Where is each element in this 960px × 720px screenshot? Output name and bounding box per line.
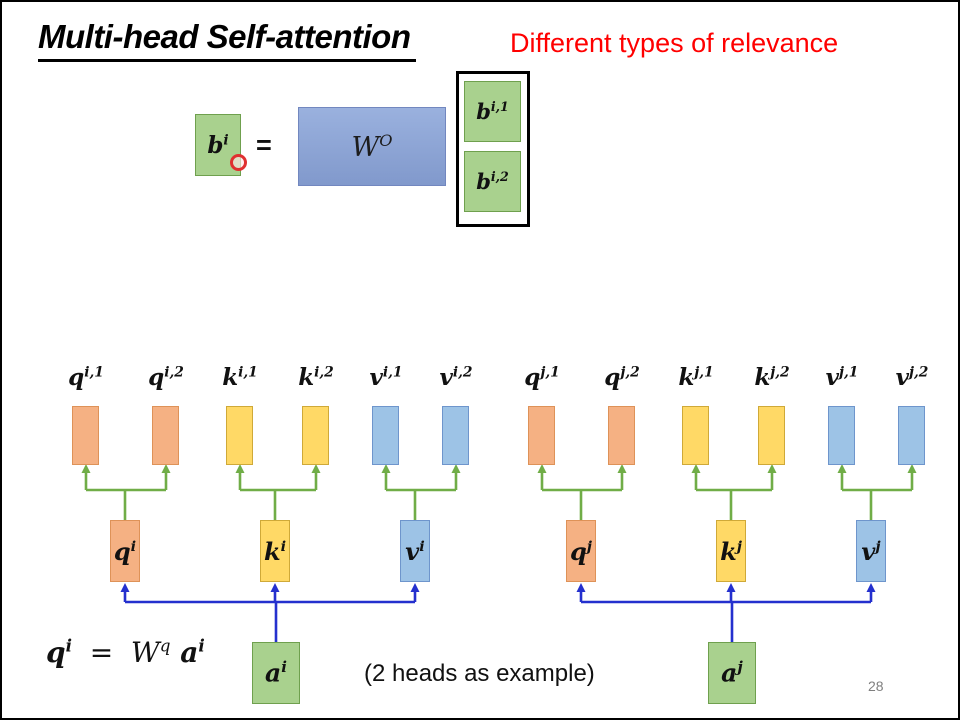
head-box-q-j2 bbox=[608, 406, 635, 465]
vector-b-i-label: bi bbox=[207, 131, 229, 159]
head-label-k-j2: kj,2 bbox=[754, 364, 790, 391]
formula-lhs: qi bbox=[46, 636, 72, 670]
head-box-v-i1 bbox=[372, 406, 399, 465]
caption-heads-example: (2 heads as example) bbox=[364, 660, 595, 687]
head-label-v-i1: vi,1 bbox=[369, 364, 403, 391]
head-box-v-j1 bbox=[828, 406, 855, 465]
head-box-v-j2 bbox=[898, 406, 925, 465]
head-label-k-j1: kj,1 bbox=[678, 364, 714, 391]
green-fork-v-i bbox=[381, 464, 461, 520]
input-box-a-i: ai bbox=[252, 642, 300, 704]
slide-title: Multi-head Self-attention bbox=[38, 18, 417, 62]
green-fork-k-i bbox=[235, 464, 321, 520]
matrix-w-o: WO bbox=[298, 107, 446, 186]
blue-distribute-a-i bbox=[120, 583, 420, 642]
head-label-q-j2: qj,2 bbox=[604, 364, 640, 391]
head-box-k-i1 bbox=[226, 406, 253, 465]
vector-b-i1-label: bi,1 bbox=[476, 99, 509, 124]
green-fork-v-j bbox=[837, 464, 917, 520]
head-label-v-j1: vj,1 bbox=[825, 364, 859, 391]
slide-subtitle: Different types of relevance bbox=[510, 28, 839, 58]
green-fork-q-i bbox=[81, 464, 171, 520]
source-box-q-j: qj bbox=[566, 520, 596, 582]
equals-sign: = bbox=[256, 130, 272, 160]
input-box-a-j: aj bbox=[708, 642, 756, 704]
formula-matrix: Wq bbox=[130, 636, 171, 670]
head-box-k-j2 bbox=[758, 406, 785, 465]
green-fork-q-j bbox=[537, 464, 627, 520]
vector-b-i2-label: bi,2 bbox=[476, 169, 509, 194]
head-box-v-i2 bbox=[442, 406, 469, 465]
head-box-q-j1 bbox=[528, 406, 555, 465]
formula-equals: = bbox=[89, 636, 114, 670]
source-box-q-i: qi bbox=[110, 520, 140, 582]
formula-q-equals-wq-a: qi = Wq ai bbox=[46, 636, 205, 669]
head-box-k-j1 bbox=[682, 406, 709, 465]
head-label-q-i1: qi,1 bbox=[68, 364, 104, 391]
formula-rhs: ai bbox=[180, 636, 205, 670]
source-box-v-i: vi bbox=[400, 520, 430, 582]
vector-b-i2: bi,2 bbox=[464, 151, 521, 212]
laser-pointer-dot bbox=[230, 154, 247, 171]
vector-b-i1: bi,1 bbox=[464, 81, 521, 142]
head-label-q-i2: qi,2 bbox=[148, 364, 184, 391]
blue-distribute-a-j bbox=[576, 583, 876, 642]
source-box-k-i: ki bbox=[260, 520, 290, 582]
source-box-v-j: vj bbox=[856, 520, 886, 582]
green-fork-k-j bbox=[691, 464, 777, 520]
matrix-w-o-label: WO bbox=[351, 130, 393, 163]
head-label-q-j1: qj,1 bbox=[524, 364, 560, 391]
head-box-q-i2 bbox=[152, 406, 179, 465]
head-label-k-i2: ki,2 bbox=[298, 364, 334, 391]
head-box-k-i2 bbox=[302, 406, 329, 465]
source-box-k-j: kj bbox=[716, 520, 746, 582]
attention-group-j: qj,1 qj,2 kj,1 kj,2 vj,1 vj,2 qj kj vj a… bbox=[460, 362, 930, 708]
vector-b-i: bi bbox=[195, 114, 241, 176]
page-number: 28 bbox=[868, 678, 884, 694]
head-label-v-i2: vi,2 bbox=[439, 364, 473, 391]
head-label-v-j2: vj,2 bbox=[895, 364, 929, 391]
head-label-k-i1: ki,1 bbox=[222, 364, 258, 391]
head-box-q-i1 bbox=[72, 406, 99, 465]
